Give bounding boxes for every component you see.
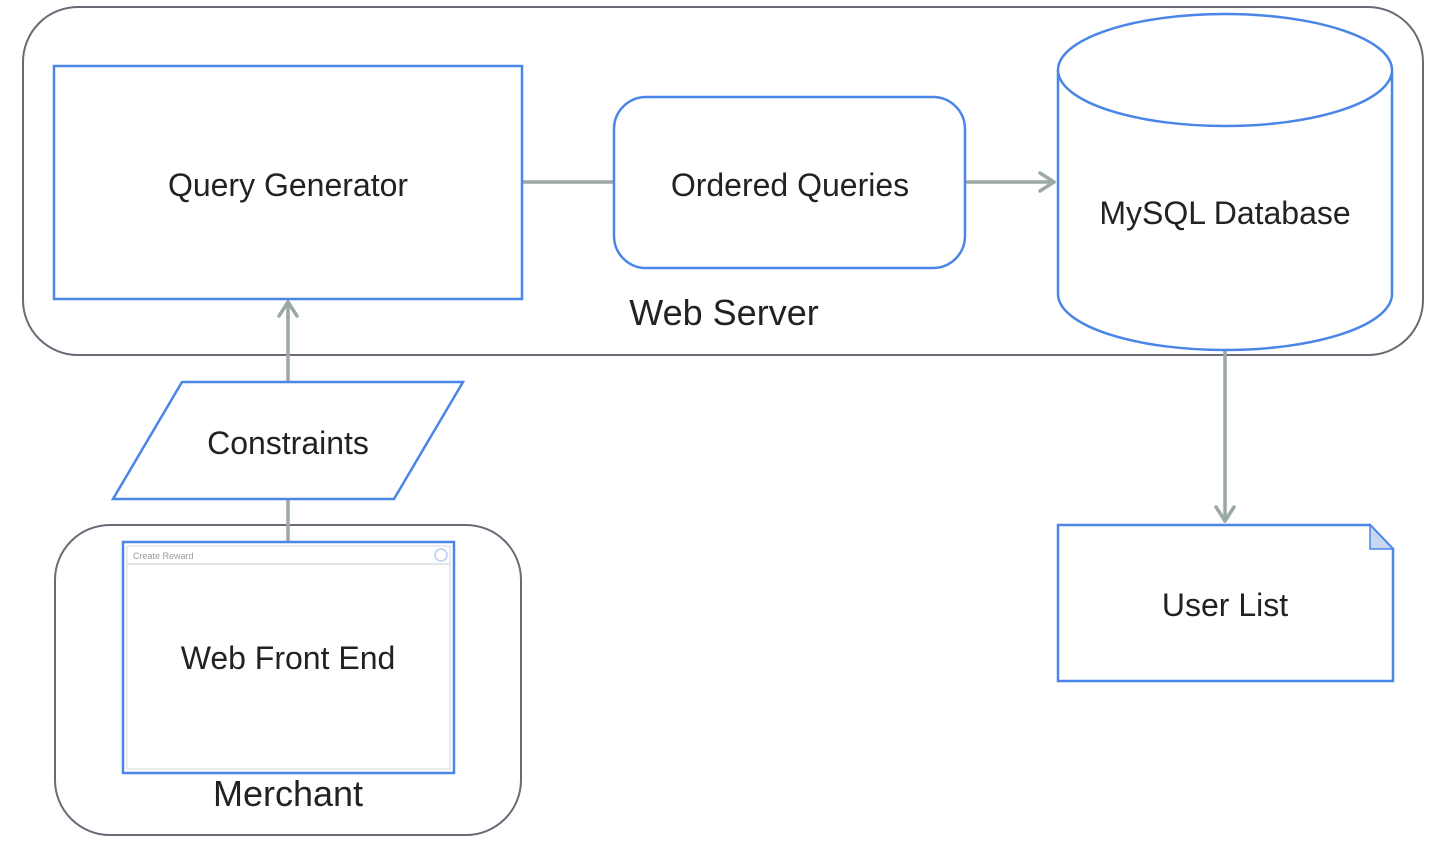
edge-ordered-queries-to-mysql-database	[963, 171, 1056, 193]
arrowhead-icon	[277, 300, 299, 318]
node-mysql-database[interactable]: MySQL Database	[1056, 12, 1394, 352]
node-ordered-queries[interactable]: Ordered Queries	[612, 95, 967, 270]
connectors	[277, 171, 1236, 544]
web-front-end-inner-frame	[126, 545, 451, 770]
arrowhead-icon	[1214, 505, 1236, 523]
user-list-document	[1056, 523, 1395, 683]
mysql-database-top	[1056, 12, 1394, 128]
query-generator-label: Query Generator	[168, 167, 408, 203]
merchant-group-label: Merchant	[213, 773, 363, 814]
node-constraints[interactable]: Constraints	[110, 380, 466, 501]
ordered-queries-label: Ordered Queries	[671, 167, 909, 203]
web-server-group-border	[22, 6, 1424, 356]
node-user-list[interactable]: User List	[1056, 523, 1395, 683]
edge-constraints-to-query-generator	[277, 300, 299, 383]
web-front-end-window-title: Create Reward	[133, 551, 194, 561]
edge-mysql-database-to-user-list	[1214, 348, 1236, 523]
arrowhead-icon	[1038, 171, 1056, 193]
constraints-label: Constraints	[207, 425, 369, 461]
web-server-group: Web Server	[22, 6, 1424, 356]
web-server-group-label: Web Server	[629, 292, 818, 333]
query-generator-box	[52, 64, 524, 301]
ordered-queries-box	[612, 95, 967, 270]
window-spinner-icon	[434, 548, 448, 562]
mysql-database-label: MySQL Database	[1099, 195, 1350, 231]
mysql-database-body	[1056, 70, 1394, 352]
web-front-end-label: Web Front End	[181, 640, 396, 676]
constraints-shape	[110, 380, 466, 501]
user-list-folded-corner-icon	[1369, 523, 1395, 550]
node-web-front-end[interactable]: Create Reward Web Front End	[121, 540, 456, 775]
node-query-generator[interactable]: Query Generator	[52, 64, 524, 301]
web-front-end-frame	[121, 540, 456, 775]
user-list-label: User List	[1162, 587, 1288, 623]
